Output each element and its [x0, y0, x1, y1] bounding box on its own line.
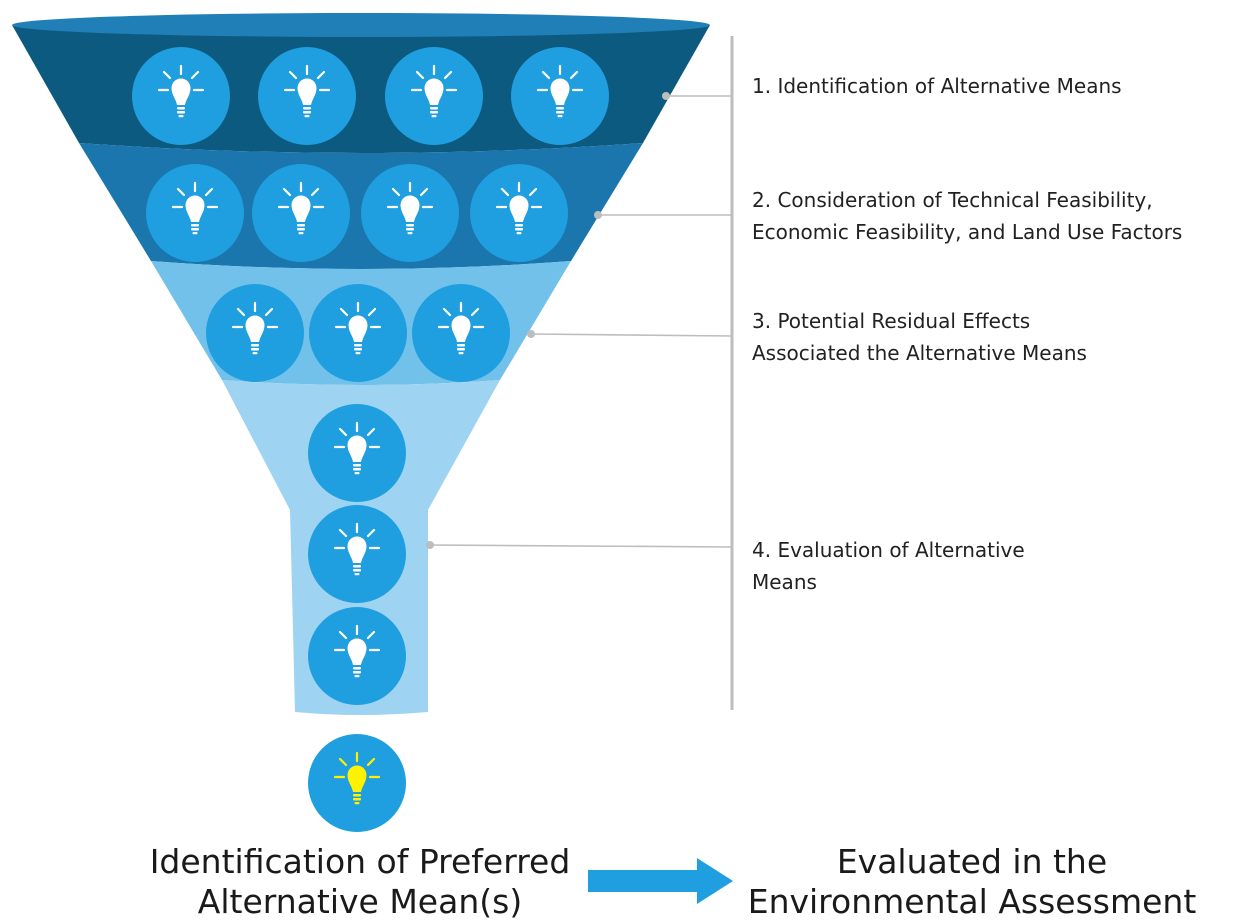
- stage-3-ideas: [206, 284, 510, 382]
- preferred-idea: [308, 734, 406, 832]
- idea-circle: [470, 164, 568, 262]
- stage-1-connector: [662, 92, 732, 100]
- idea-circle: [309, 284, 407, 382]
- idea-circle: [308, 607, 406, 705]
- idea-circle: [412, 284, 510, 382]
- environmental-assessment-label: Evaluated in the Environmental Assessmen…: [747, 842, 1197, 921]
- idea-circle: [361, 164, 459, 262]
- idea-circle: [308, 505, 406, 603]
- stage-2-connector: [594, 211, 732, 219]
- preferred-alternative-label: Identification of Preferred Alternative …: [149, 842, 571, 921]
- stage-1-label: 1. Identification of Alternative Means: [752, 74, 1122, 98]
- stage-4-connector: [426, 541, 733, 549]
- idea-circle: [308, 404, 406, 502]
- stage-2-ideas: [146, 164, 568, 262]
- stage-1-ideas: [132, 47, 609, 145]
- idea-circle: [385, 47, 483, 145]
- idea-circle: [132, 47, 230, 145]
- stage-3-connector: [527, 330, 733, 338]
- stage-2-label: 2. Consideration of Technical Feasibilit…: [752, 188, 1183, 244]
- idea-circle: [258, 47, 356, 145]
- idea-circle: [252, 164, 350, 262]
- stage-4-label: 4. Evaluation of Alternative Means: [752, 538, 1025, 594]
- stage-4-ideas: [308, 404, 406, 705]
- idea-circle: [206, 284, 304, 382]
- idea-circle: [146, 164, 244, 262]
- arrow-right-icon: [588, 858, 733, 904]
- funnel-rim: [12, 13, 710, 37]
- stage-3-label: 3. Potential Residual Effects Associated…: [752, 309, 1087, 365]
- idea-circle: [511, 47, 609, 145]
